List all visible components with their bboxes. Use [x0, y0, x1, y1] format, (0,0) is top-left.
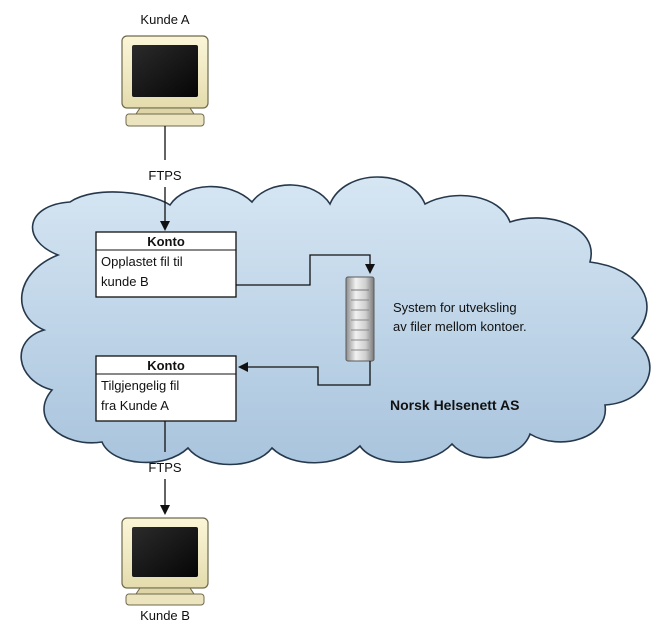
account-bottom-line2: fra Kunde A [101, 398, 169, 413]
client-a-computer-icon [121, 35, 209, 127]
client-b-label: Kunde B [140, 608, 190, 623]
account-top-line2: kunde B [101, 274, 149, 289]
server-description-line2: av filer mellom kontoer. [393, 319, 527, 334]
server-description-line1: System for utveksling [393, 300, 517, 315]
network-name-label: Norsk Helsenett AS [390, 397, 519, 413]
account-bottom-box: Konto Tilgjengelig fil fra Kunde A [95, 355, 237, 422]
server-icon [345, 276, 375, 362]
account-top-box: Konto Opplastet fil til kunde B [95, 231, 237, 298]
ftps-bottom-label: FTPS [148, 460, 182, 475]
account-top-line1: Opplastet fil til [101, 254, 183, 269]
ftps-top-label: FTPS [148, 168, 182, 183]
client-b-computer-icon [121, 517, 209, 606]
server-to-account-arrow [238, 361, 371, 386]
account-bottom-title: Konto [147, 358, 185, 373]
account-bottom-line1: Tilgjengelig fil [101, 378, 179, 393]
client-a-label: Kunde A [140, 12, 189, 27]
account-top-title: Konto [147, 234, 185, 249]
account-to-server-arrow [236, 254, 375, 286]
